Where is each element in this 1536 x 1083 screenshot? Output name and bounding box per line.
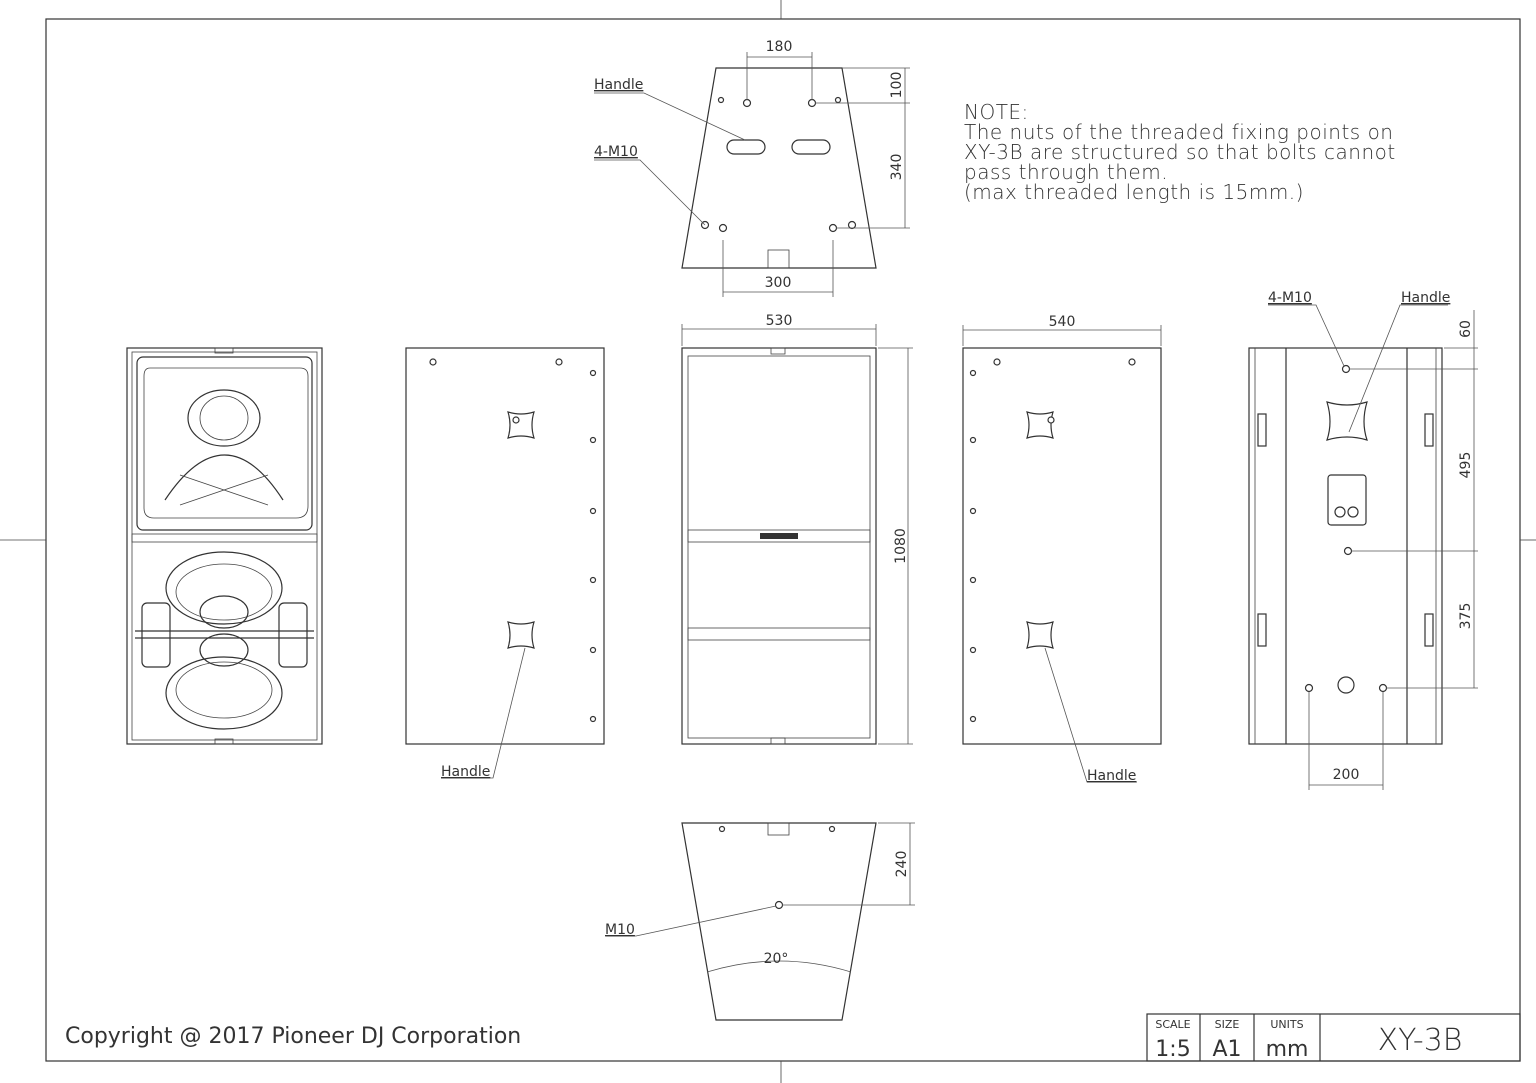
front-view-drivers: [126, 347, 323, 745]
label-4-m10: 4-M10: [1268, 290, 1312, 306]
dim-180: 180: [766, 39, 793, 55]
units-label: UNITS: [1270, 1018, 1303, 1031]
note: NOTE: The nuts of the threaded fixing po…: [964, 100, 1396, 204]
dim-200: 200: [1333, 767, 1360, 783]
angle-20: 20°: [764, 951, 789, 967]
label-handle: Handle: [1087, 768, 1136, 784]
bottom-view: 240 M10 20°: [605, 822, 915, 1021]
dim-240: 240: [894, 851, 910, 878]
size-value: A1: [1212, 1037, 1241, 1062]
note-line: (max threaded length is 15mm.): [964, 180, 1304, 204]
label-handle: Handle: [441, 764, 490, 780]
pioneer-logo-icon: [760, 533, 798, 539]
mount-hole-icon: [742, 98, 752, 108]
woofer-icon: [165, 551, 283, 625]
note-line: NOTE:: [964, 100, 1029, 124]
scale-label: SCALE: [1155, 1018, 1190, 1031]
note-line: XY-3B are structured so that bolts canno…: [964, 140, 1396, 164]
handle-icon: [1026, 411, 1054, 439]
note-line: pass through them.: [964, 160, 1168, 184]
title-block: SCALE 1:5 SIZE A1 UNITS mm XY-3B: [1146, 1013, 1521, 1062]
copyright: Copyright @ 2017 Pioneer DJ Corporation: [65, 1024, 521, 1049]
dim-height: 1080: [893, 528, 909, 564]
dim-340: 340: [889, 154, 905, 181]
handle-icon: [791, 139, 831, 155]
dim-300: 300: [765, 275, 792, 291]
right-side-view: 540 Handle: [962, 314, 1162, 784]
dim-width: 540: [1049, 314, 1076, 330]
handle-icon: [507, 411, 535, 439]
size-label: SIZE: [1215, 1018, 1240, 1031]
scale-value: 1:5: [1155, 1037, 1190, 1062]
input-panel-icon: [1327, 474, 1367, 526]
label-4-m10: 4-M10: [594, 144, 638, 160]
handle-icon: [507, 621, 535, 649]
dim-375: 375: [1458, 603, 1474, 630]
compression-driver-icon: [187, 389, 261, 447]
mount-hole-icon: [807, 98, 817, 108]
note-line: The nuts of the threaded fixing points o…: [964, 120, 1393, 144]
woofer-icon: [165, 656, 283, 730]
left-side-view: Handle: [405, 347, 605, 780]
handle-icon: [1326, 401, 1368, 441]
handle-icon: [1026, 621, 1054, 649]
units-value: mm: [1266, 1037, 1309, 1062]
top-view: 180 100 340 300 Handle 4-M10: [594, 39, 910, 297]
label-handle: Handle: [594, 77, 643, 93]
dim-100: 100: [889, 72, 905, 99]
model-name: XY-3B: [1378, 1023, 1463, 1058]
front-grille-view: 530 1080: [681, 313, 913, 745]
dim-60: 60: [1458, 320, 1474, 338]
dim-width: 530: [766, 313, 793, 329]
dim-495: 495: [1458, 452, 1474, 479]
rear-view: 4-M10 Handle 60 495 375 200: [1248, 290, 1478, 790]
label-handle: Handle: [1401, 290, 1450, 306]
handle-icon: [726, 139, 766, 155]
label-m10: M10: [605, 922, 635, 938]
